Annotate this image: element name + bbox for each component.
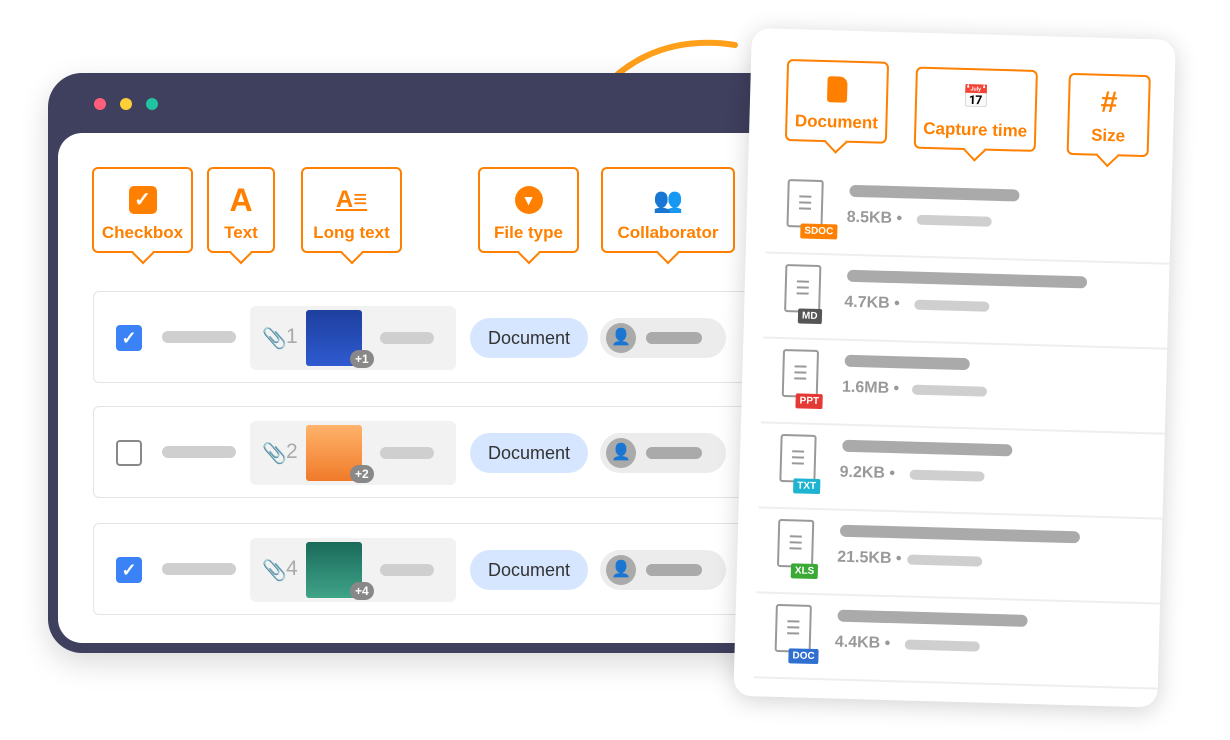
avatar: 👤 — [606, 323, 636, 353]
tag-label: File type — [494, 223, 563, 242]
file-type-pill[interactable]: Document — [470, 433, 588, 473]
row-checkbox[interactable]: ✓ — [116, 325, 142, 351]
file-ext-badge: XLS — [790, 563, 819, 580]
tag-label: Document — [794, 111, 879, 133]
checkbox-icon: ✓ — [128, 185, 158, 215]
file-list-item[interactable]: SDOC 8.5KB • — [765, 168, 1172, 265]
file-icon: TXT — [779, 433, 821, 495]
table-row: 📎 2 +2 Document 👤 — [93, 406, 773, 498]
tag-label: Size — [1090, 125, 1126, 146]
file-icon: DOC — [774, 603, 819, 665]
file-icon: SDOC — [786, 179, 838, 240]
more-badge: +4 — [350, 582, 374, 600]
file-list-item[interactable]: DOC 4.4KB • — [753, 593, 1161, 690]
document-icon — [822, 74, 853, 105]
attachment-count: 1 — [286, 325, 298, 348]
field-tag-text[interactable]: A Text — [207, 167, 275, 253]
dropdown-icon: ▼ — [514, 185, 544, 215]
avatar: 👤 — [606, 555, 636, 585]
more-badge: +1 — [350, 350, 374, 368]
paperclip-icon: 📎 — [262, 328, 287, 350]
close-dot[interactable] — [94, 98, 106, 110]
attachment-cell[interactable]: 📎 1 +1 — [250, 306, 456, 370]
row-checkbox[interactable] — [116, 440, 142, 466]
file-size: 21.5KB • — [837, 548, 902, 568]
file-size: 8.5KB • — [846, 208, 903, 228]
field-tag-file-type[interactable]: ▼ File type — [478, 167, 579, 253]
attachment-cell[interactable]: 📎 4 +4 — [250, 538, 456, 602]
calendar-icon: 📅 — [962, 83, 991, 110]
tag-label: Long text — [313, 223, 390, 242]
file-list-card: Document 📅 Capture time # Size SDOC 8.5K… — [733, 28, 1176, 708]
card-tag-size[interactable]: # Size — [1066, 72, 1151, 158]
file-icon: MD — [784, 264, 822, 325]
long-text-icon: A≡ — [335, 186, 368, 213]
file-list-item[interactable]: MD 4.7KB • — [763, 253, 1170, 350]
field-tag-collaborator[interactable]: 👥 Collaborator — [601, 167, 735, 253]
paperclip-icon: 📎 — [262, 443, 287, 465]
minimize-dot[interactable] — [120, 98, 132, 110]
file-ext-badge: SDOC — [800, 223, 838, 240]
field-tag-long-text[interactable]: A≡ Long text — [301, 167, 402, 253]
file-icon: XLS — [776, 518, 819, 580]
file-type-pill[interactable]: Document — [470, 318, 588, 358]
file-list-item[interactable]: TXT 9.2KB • — [758, 423, 1165, 520]
file-list-item[interactable]: PPT 1.6MB • — [760, 338, 1168, 435]
file-ext-badge: TXT — [793, 478, 821, 495]
file-ext-badge: PPT — [795, 393, 824, 410]
maximize-dot[interactable] — [146, 98, 158, 110]
collaborator-cell[interactable]: 👤 — [600, 550, 726, 590]
users-icon: 👥 — [653, 186, 683, 214]
table-row: ✓ 📎 4 +4 Document 👤 — [93, 523, 773, 615]
attachment-cell[interactable]: 📎 2 +2 — [250, 421, 456, 485]
text-icon: A — [229, 181, 253, 218]
table-row: ✓ 📎 1 +1 Document 👤 — [93, 291, 773, 383]
collaborator-cell[interactable]: 👤 — [600, 318, 726, 358]
card-tag-document[interactable]: Document — [784, 58, 890, 144]
file-type-pill[interactable]: Document — [470, 550, 588, 590]
file-size: 4.4KB • — [834, 633, 891, 653]
card-tag-capture-time[interactable]: 📅 Capture time — [913, 66, 1038, 152]
collaborator-cell[interactable]: 👤 — [600, 433, 726, 473]
row-checkbox[interactable]: ✓ — [116, 557, 142, 583]
file-list-item[interactable]: XLS 21.5KB • — [756, 508, 1163, 605]
hash-icon: # — [1100, 85, 1118, 120]
attachment-count: 4 — [286, 557, 298, 580]
file-ext-badge: DOC — [788, 648, 819, 665]
tag-label: Collaborator — [617, 223, 719, 242]
paperclip-icon: 📎 — [262, 560, 287, 582]
field-tag-checkbox[interactable]: ✓ Checkbox — [92, 167, 193, 253]
avatar: 👤 — [606, 438, 636, 468]
file-ext-badge: MD — [797, 308, 822, 325]
more-badge: +2 — [350, 465, 374, 483]
file-size: 9.2KB • — [839, 463, 896, 483]
file-size: 1.6MB • — [841, 378, 900, 398]
tag-label: Checkbox — [101, 223, 184, 242]
attachment-count: 2 — [286, 440, 298, 463]
tag-label: Text — [224, 223, 258, 242]
file-size: 4.7KB • — [844, 293, 901, 313]
file-icon: PPT — [781, 348, 824, 410]
tag-label: Capture time — [923, 118, 1028, 141]
